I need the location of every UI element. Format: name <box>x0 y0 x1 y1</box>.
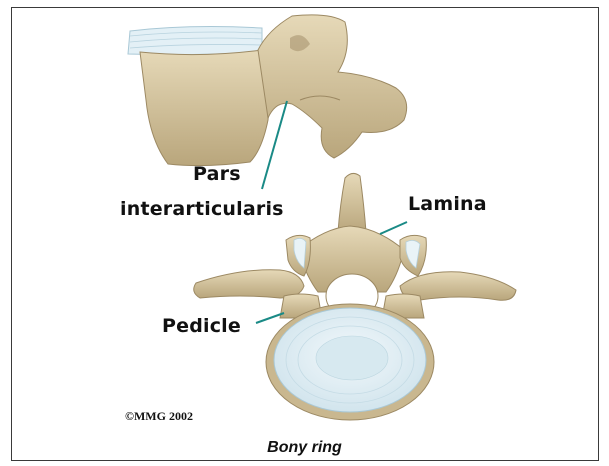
pars-label-line1: Pars <box>193 163 241 185</box>
figure-caption: Bony ring <box>0 439 609 457</box>
copyright-text: ©MMG 2002 <box>125 409 193 424</box>
pars-label-line2: interarticularis <box>120 198 284 220</box>
lamina-leader-line <box>380 222 407 234</box>
side-view-vertebra <box>128 15 407 166</box>
lamina-label: Lamina <box>408 193 487 215</box>
pedicle-label: Pedicle <box>162 315 241 337</box>
